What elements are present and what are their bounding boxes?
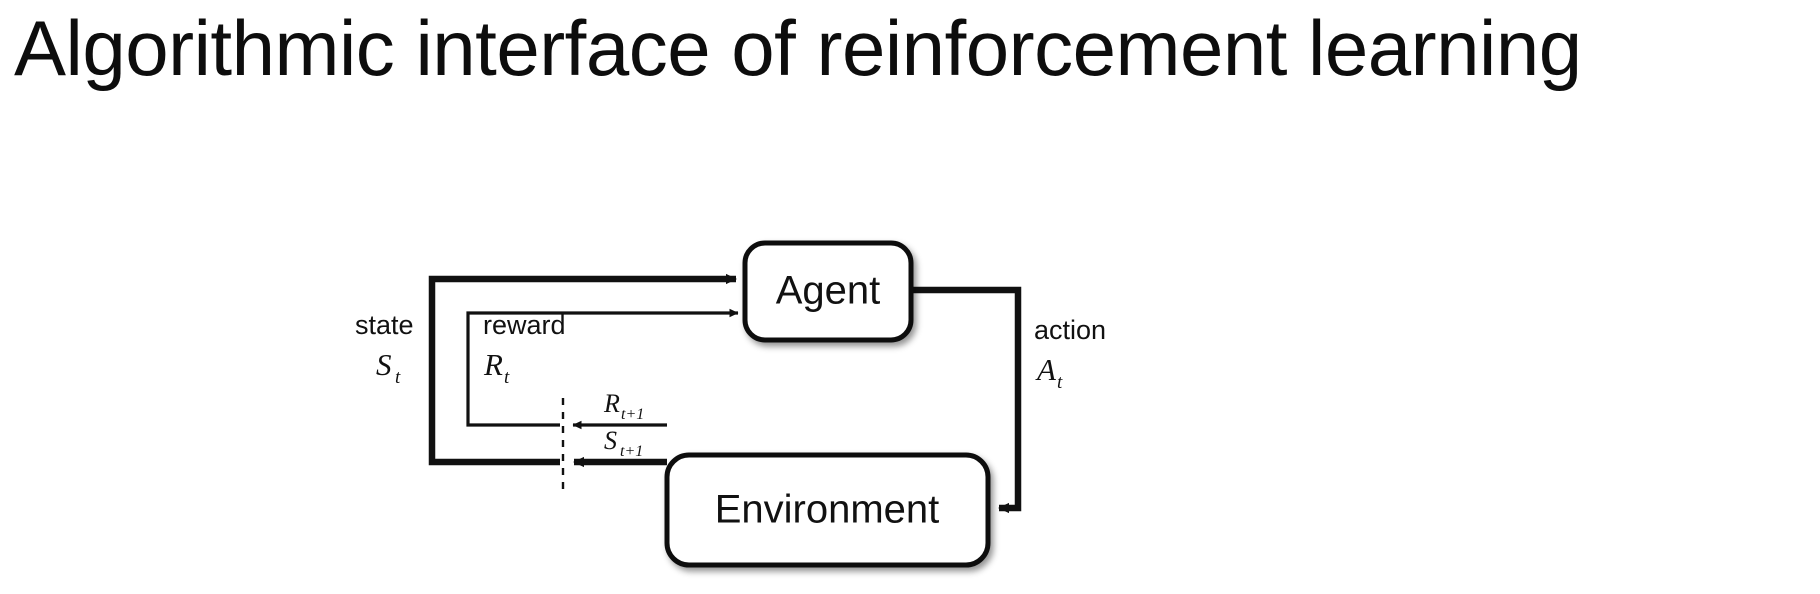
node-agent[interactable]: Agent xyxy=(742,240,914,343)
agent-box-shape xyxy=(742,240,914,343)
state-label: state xyxy=(355,310,414,340)
action-symbol-subscript: t xyxy=(1057,372,1063,393)
next-state-symbol-subscript: t+1 xyxy=(620,443,643,460)
page-title: Algorithmic interface of reinforcement l… xyxy=(14,4,1582,92)
reward-label: reward xyxy=(483,310,566,340)
action-symbol: A t xyxy=(1035,352,1063,393)
next-reward-symbol-subscript: t+1 xyxy=(621,406,644,423)
reward-symbol-subscript: t xyxy=(504,367,510,388)
next-reward-symbol-letter: R xyxy=(603,389,620,418)
agent-box-label: Agent xyxy=(776,269,881,313)
environment-box-shape xyxy=(664,452,991,568)
edge-action xyxy=(910,286,1022,514)
action-label: action xyxy=(1034,315,1106,345)
environment-box-label: Environment xyxy=(715,488,940,532)
action-symbol-letter: A xyxy=(1035,352,1057,387)
state-symbol-subscript: t xyxy=(395,367,401,388)
next-reward-symbol: R t+1 xyxy=(603,389,644,423)
state-symbol: S t xyxy=(376,347,401,388)
state-symbol-letter: S xyxy=(376,347,392,382)
next-state-symbol-letter: S xyxy=(604,426,617,455)
reward-symbol: R t xyxy=(483,347,510,388)
reward-symbol-letter: R xyxy=(483,347,503,382)
edge-reward xyxy=(466,308,739,427)
edge-state xyxy=(428,273,737,466)
node-environment[interactable]: Environment xyxy=(664,452,991,568)
next-state-symbol: S t+1 xyxy=(604,426,643,460)
